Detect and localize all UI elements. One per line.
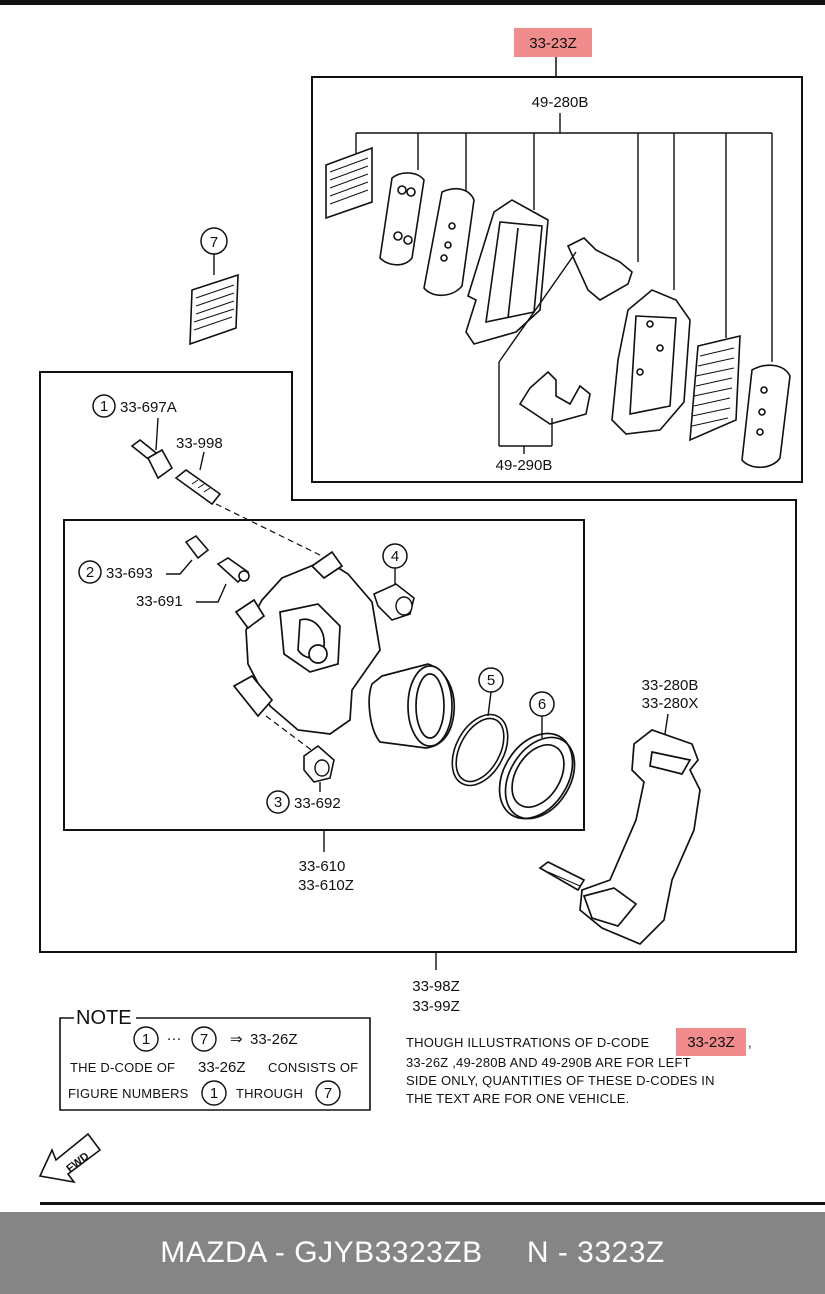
- wear-indicator-part: [189, 273, 239, 346]
- svg-text:7: 7: [324, 1085, 332, 1102]
- bracket-label-a[interactable]: 33-280B: [642, 677, 699, 694]
- svg-text:THROUGH: THROUGH: [236, 1086, 303, 1101]
- svg-text:5: 5: [487, 672, 495, 689]
- caption-line-2: 33-26Z ,49-280B AND 49-290B ARE FOR LEFT: [406, 1055, 691, 1070]
- caliper-assembly-outline: [39, 371, 797, 953]
- bleeder-parts: [184, 534, 250, 584]
- caption-line-1: THOUGH ILLUSTRATIONS OF D-CODE: [406, 1035, 650, 1050]
- svg-text:2: 2: [86, 564, 94, 581]
- footer-part-number: MAZDA - GJYB3323ZB: [160, 1236, 483, 1269]
- svg-text:7: 7: [200, 1031, 208, 1048]
- part-7-callout[interactable]: 7: [200, 227, 228, 255]
- shim-set-label[interactable]: 49-290B: [496, 457, 553, 474]
- svg-text:1: 1: [210, 1085, 218, 1102]
- caliper-label-b[interactable]: 33-610Z: [298, 877, 354, 894]
- caliper-bracket: [538, 729, 701, 946]
- part-691-label[interactable]: 33-691: [136, 593, 183, 610]
- caliper-body: [232, 550, 381, 735]
- svg-text:1: 1: [100, 398, 108, 415]
- dust-boot: [498, 732, 576, 820]
- part-3-label[interactable]: 33-692: [294, 795, 341, 812]
- guide-pin-parts: [130, 438, 222, 506]
- svg-text:THE D-CODE OF: THE D-CODE OF: [70, 1060, 175, 1075]
- bottom-rule: [40, 1202, 825, 1205]
- fwd-arrow-icon: FWD: [38, 1132, 102, 1184]
- note-title: NOTE: [76, 1007, 132, 1029]
- part-5-callout[interactable]: 5: [478, 667, 504, 693]
- svg-text:6: 6: [538, 696, 546, 713]
- caption-highlight: [676, 1028, 746, 1056]
- caption-line-4: THE TEXT ARE FOR ONE VEHICLE.: [406, 1091, 629, 1106]
- assembly-label-b[interactable]: 33-99Z: [412, 998, 460, 1015]
- part-4-callout[interactable]: 4: [382, 543, 408, 569]
- caption-line-3: SIDE ONLY, QUANTITIES OF THESE D-CODES I…: [406, 1073, 715, 1088]
- caliper-label-a[interactable]: 33-610: [299, 858, 346, 875]
- svg-text:⇒: ⇒: [230, 1031, 243, 1048]
- pad-kit-box: [311, 76, 803, 483]
- svg-text:7: 7: [210, 234, 218, 251]
- footer-code: N - 3323Z: [526, 1236, 665, 1269]
- pad-set-label[interactable]: 49-280B: [532, 94, 589, 111]
- part-6-callout[interactable]: 6: [529, 691, 555, 717]
- caption-highlight-code[interactable]: 33-23Z: [687, 1034, 735, 1051]
- part-3-callout[interactable]: 3: [266, 790, 290, 814]
- top-code-highlight: [514, 28, 592, 57]
- svg-text:33-26Z: 33-26Z: [250, 1031, 298, 1048]
- top-border: [0, 0, 825, 5]
- svg-text:33-26Z: 33-26Z: [198, 1059, 246, 1076]
- pad-set-leaders: [355, 113, 773, 362]
- part-2-label[interactable]: 33-693: [106, 565, 153, 582]
- assembly-label-a[interactable]: 33-98Z: [412, 978, 460, 995]
- note-box: [59, 1017, 371, 1111]
- svg-text:3: 3: [274, 794, 282, 811]
- part-998-label[interactable]: 33-998: [176, 435, 223, 452]
- svg-text:···: ···: [167, 1030, 182, 1047]
- svg-text:CONSISTS OF: CONSISTS OF: [268, 1060, 358, 1075]
- shim-set-leaders: [498, 251, 577, 454]
- svg-text:,: ,: [748, 1035, 752, 1050]
- bracket-label-b[interactable]: 33-280X: [642, 695, 699, 712]
- piston-seal: [451, 713, 509, 787]
- svg-text:4: 4: [391, 548, 399, 565]
- piston: [368, 663, 456, 749]
- footer-bar: MAZDA - GJYB3323ZB N - 3323Z: [0, 1212, 825, 1294]
- part-1-label[interactable]: 33-697A: [120, 399, 177, 416]
- part-1-callout[interactable]: 1: [92, 394, 116, 418]
- svg-text:FIGURE NUMBERS: FIGURE NUMBERS: [68, 1086, 189, 1101]
- part-2-callout[interactable]: 2: [78, 560, 102, 584]
- top-code-label[interactable]: 33-23Z: [529, 35, 577, 52]
- pad-components: [325, 146, 791, 469]
- svg-text:1: 1: [142, 1031, 150, 1048]
